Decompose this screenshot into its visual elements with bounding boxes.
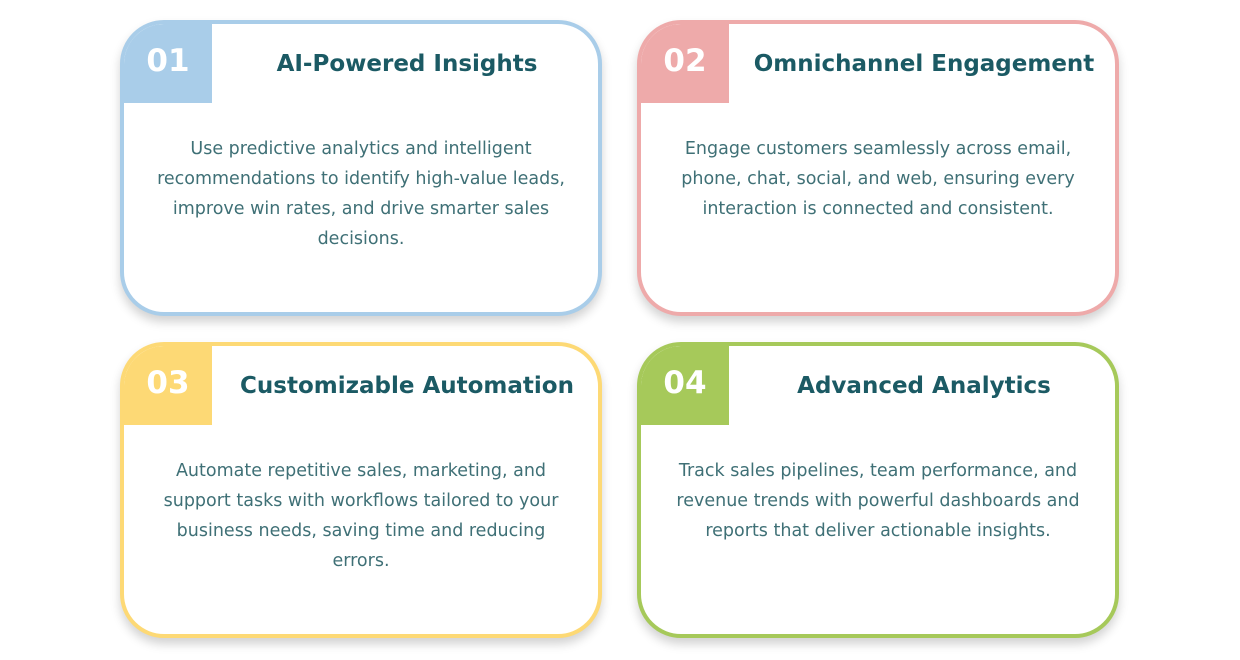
- feature-card-ai-insights: 01 AI-Powered Insights Use predictive an…: [120, 20, 602, 316]
- card-description: Engage customers seamlessly across email…: [681, 139, 1075, 219]
- card-number: 04: [641, 346, 729, 425]
- card-title: AI-Powered Insights: [276, 50, 538, 77]
- feature-card-automation: 03 Customizable Automation Automate repe…: [120, 342, 602, 638]
- card-title: Customizable Automation: [240, 372, 574, 399]
- card-number: 03: [124, 346, 212, 425]
- feature-card-analytics: 04 Advanced Analytics Track sales pipeli…: [637, 342, 1119, 638]
- card-number: 01: [124, 24, 212, 103]
- card-description: Use predictive analytics and intelligent…: [157, 139, 565, 249]
- card-title: Advanced Analytics: [797, 372, 1051, 399]
- card-description: Automate repetitive sales, marketing, an…: [163, 461, 559, 571]
- feature-card-omnichannel: 02 Omnichannel Engagement Engage custome…: [637, 20, 1119, 316]
- card-number: 02: [641, 24, 729, 103]
- card-title: Omnichannel Engagement: [753, 50, 1095, 77]
- card-description: Track sales pipelines, team performance,…: [676, 461, 1080, 541]
